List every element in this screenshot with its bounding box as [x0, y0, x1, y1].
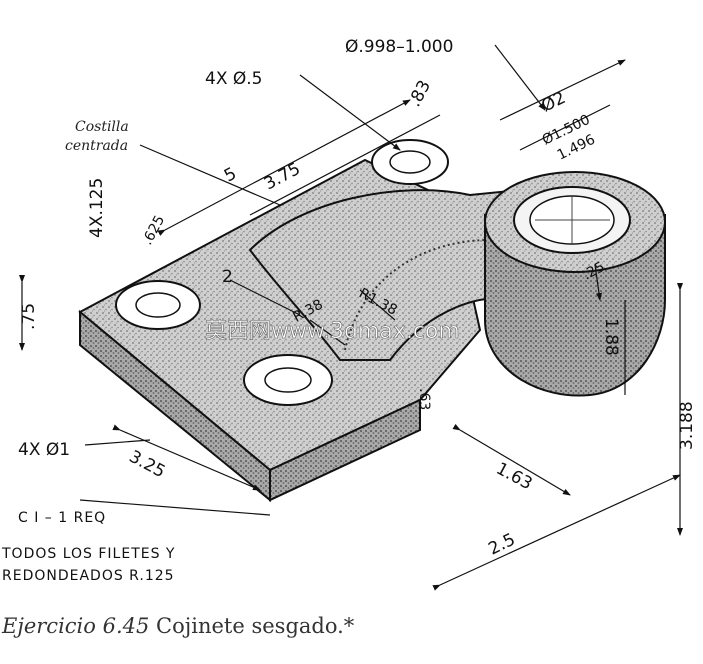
- label-dim-5: 5: [221, 164, 240, 187]
- label-dim-163: 1.63: [493, 459, 536, 494]
- label-part-id: C I – 1 REQ: [18, 510, 106, 526]
- label-dim-325: 3.25: [126, 447, 169, 482]
- label-dim-d2: Ø2: [538, 88, 569, 117]
- label-dim-83: .83: [405, 77, 435, 110]
- bearing-boss: [484, 171, 666, 397]
- figure-caption: Ejercicio 6.45 Cojinete sesgado.*: [2, 614, 354, 638]
- label-rib-note-2: centrada: [65, 138, 128, 154]
- label-dim-375: 3.75: [261, 159, 304, 194]
- label-hole-small: 4X Ø.5: [205, 69, 262, 89]
- label-dim-188: 1.88: [601, 318, 621, 356]
- label-dim-25b: 2.5: [485, 530, 518, 560]
- hole-top: [371, 139, 449, 185]
- caption-exercise: Ejercicio 6.45: [2, 614, 150, 638]
- label-dim-75: .75: [19, 303, 39, 330]
- label-rib-note-1: Costilla: [75, 119, 129, 135]
- label-shaft-tolerance: Ø.998–1.000: [345, 37, 453, 57]
- label-dim-3188: 3.188: [677, 401, 697, 450]
- dimension-lines: [19, 44, 683, 591]
- label-fillet-note-1: TODOS LOS FILETES Y: [1, 546, 175, 562]
- label-hole-large: 4X Ø1: [18, 440, 70, 460]
- label-fillet-note-2: REDONDEADOS R.125: [2, 568, 175, 584]
- watermark: 莫西网www.3dmax.com: [205, 319, 460, 344]
- caption-title: Cojinete sesgado.*: [156, 614, 355, 638]
- label-dim-2: 2: [222, 267, 233, 287]
- label-dim-63: .63: [416, 388, 432, 410]
- hole-left: [115, 280, 201, 330]
- label-dim-625: .625: [139, 213, 168, 248]
- hole-front: [243, 354, 333, 406]
- label-dim-4x125: 4X.125: [87, 178, 107, 238]
